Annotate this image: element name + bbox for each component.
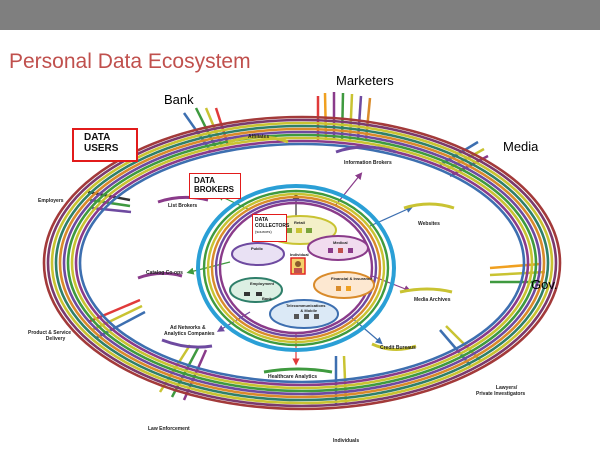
data-users-callout: DATA USERS	[72, 128, 138, 162]
label-inner-bank: Bank	[262, 296, 272, 301]
data-brokers-callout: DATA BROKERS	[189, 173, 241, 199]
label-media-archives: Media Archives	[414, 297, 451, 303]
middle-label-arcs	[137, 135, 455, 374]
label-product-service-2: Delivery	[45, 336, 66, 342]
label-media: Media	[503, 139, 539, 154]
label-individuals: Individuals	[333, 438, 360, 444]
label-lawyers-1: Lawyers/	[495, 385, 518, 391]
label-inner-retail: Retail	[294, 220, 305, 225]
data-collectors-line2: COLLECTORS	[255, 223, 290, 229]
data-users-line2: USERS	[84, 143, 119, 154]
label-law-enforcement: Law Enforcement	[148, 426, 190, 432]
label-lawyers: Lawyers/ Private Investigators	[476, 385, 525, 397]
label-credit-bureaus: Credit Bureaus	[380, 345, 416, 351]
data-collectors-sub: (sources)	[255, 229, 272, 234]
label-product-service-1: Product & Service	[28, 330, 72, 336]
label-bank: Bank	[164, 92, 194, 107]
slide-title: Personal Data Ecosystem	[9, 50, 251, 73]
data-users-line1: DATA	[84, 132, 111, 143]
arrow-product-3	[95, 310, 146, 340]
label-catalog-coops: Catalog Co-ops	[146, 270, 183, 276]
outer-rings	[42, 115, 562, 411]
data-collectors-callout: DATA COLLECTORS (sources)	[252, 214, 290, 242]
data-brokers-line1: DATA	[194, 176, 216, 185]
label-ad-networks: Ad Networks & Analytics Companies	[164, 325, 215, 337]
label-inner-medical: Medical	[333, 240, 348, 245]
label-inner-employment: Employment	[250, 281, 275, 286]
individual-avatar-icon	[290, 257, 306, 275]
arrow-marketers-4	[340, 92, 345, 141]
label-inner-telecom-1: Telecommunications	[286, 303, 326, 308]
label-list-brokers: List Brokers	[168, 203, 198, 209]
label-marketers: Marketers	[336, 73, 394, 88]
label-inner-telecom: Telecommunications & Mobile	[286, 303, 326, 313]
label-affiliates: Affiliates	[248, 134, 270, 140]
inner-rings	[196, 184, 396, 352]
label-gov: Gov.	[531, 277, 558, 292]
data-brokers-line2: BROKERS	[194, 185, 235, 194]
label-ad-networks-1: Ad Networks &	[170, 325, 206, 331]
label-websites: Websites	[418, 221, 440, 227]
label-inner-public: Public	[251, 246, 264, 251]
arrow-gov-2	[489, 270, 546, 277]
label-ad-networks-2: Analytics Companies	[164, 331, 215, 337]
label-information-brokers: Information Brokers	[344, 160, 392, 166]
data-collectors-line1: DATA	[255, 217, 269, 223]
arrow-law-2	[170, 347, 200, 398]
label-inner-financial: Financial & Insurance	[331, 276, 373, 281]
label-healthcare-analytics: Healthcare Analytics	[268, 374, 318, 380]
slide-header-bar	[0, 0, 600, 30]
label-lawyers-2: Private Investigators	[476, 391, 526, 397]
label-employers: Employers	[38, 198, 64, 204]
label-product-service: Product & Service Delivery	[28, 330, 71, 342]
label-inner-telecom-2: & Mobile	[300, 308, 318, 313]
label-inner-individual: Individual	[290, 252, 309, 257]
arrow-product-2	[91, 304, 143, 332]
